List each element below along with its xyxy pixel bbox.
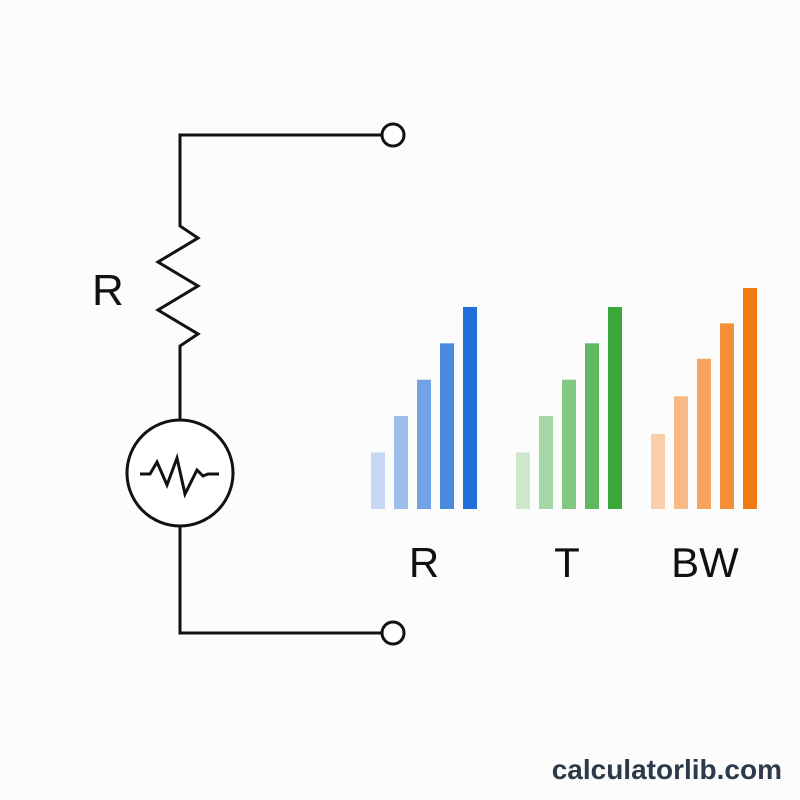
bar-bw-2 (674, 396, 688, 509)
bar-t-4 (585, 343, 599, 509)
bar-r-4 (440, 343, 454, 509)
bar-group-r (371, 307, 477, 509)
bar-group-t (516, 307, 622, 509)
bar-group-bw (651, 288, 757, 509)
resistor-label: R (92, 266, 124, 315)
bottom-wire (178, 524, 384, 635)
group-label-r: R (409, 539, 439, 586)
bar-t-3 (562, 379, 576, 509)
bar-r-3 (417, 379, 431, 509)
bar-r-1 (371, 452, 385, 509)
bar-t-1 (516, 452, 530, 509)
resistor-symbol (155, 222, 201, 350)
bar-bw-1 (651, 433, 665, 509)
top-wire (178, 133, 384, 224)
bar-t-5 (608, 307, 622, 509)
group-label-t: T (554, 539, 580, 586)
bar-r-2 (394, 416, 408, 509)
top-terminal (380, 122, 406, 148)
bar-groups (371, 288, 757, 509)
bar-r-5 (463, 307, 477, 509)
noise-waveform (140, 452, 219, 499)
bar-bw-3 (697, 358, 711, 509)
group-label-bw: BW (671, 539, 739, 586)
bar-bw-4 (720, 323, 734, 509)
site-watermark: calculatorlib.com (551, 754, 782, 785)
bar-bw-5 (743, 288, 757, 509)
bar-t-2 (539, 416, 553, 509)
bottom-terminal (380, 620, 406, 646)
